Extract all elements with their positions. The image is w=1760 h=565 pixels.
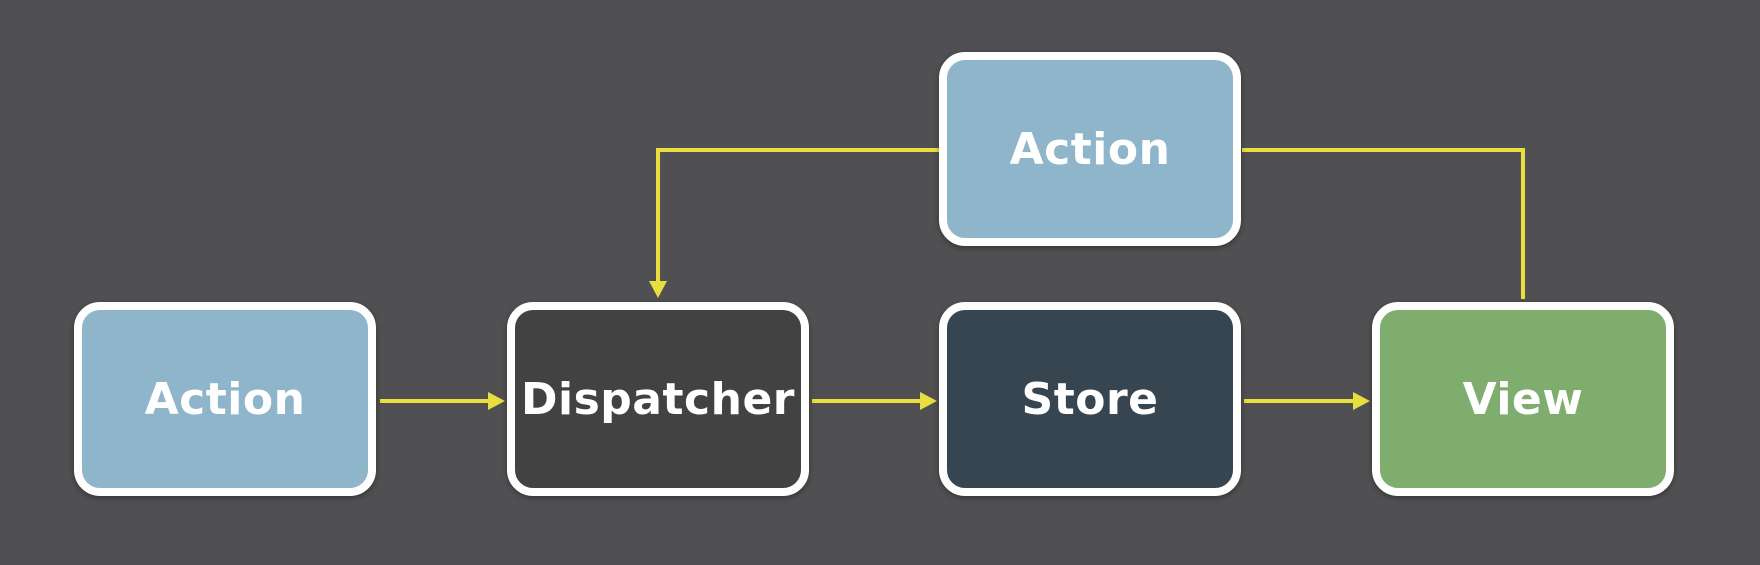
store-label: Store xyxy=(1021,373,1159,425)
action-top-label: Action xyxy=(1009,123,1171,175)
arrowhead-to-view xyxy=(1353,392,1370,410)
action-box-top: Action xyxy=(939,52,1241,246)
view-label: View xyxy=(1462,373,1584,425)
store-box: Store xyxy=(939,302,1241,496)
action-box: Action xyxy=(74,302,376,496)
edge-view-to-action xyxy=(1242,148,1525,299)
view-box: View xyxy=(1372,302,1674,496)
edge-action-to-dispatcher-loop xyxy=(656,148,941,282)
dispatcher-label: Dispatcher xyxy=(521,373,795,425)
arrowhead-loop-to-dispatcher xyxy=(649,281,667,298)
arrowhead-to-dispatcher xyxy=(488,392,505,410)
dispatcher-box: Dispatcher xyxy=(507,302,809,496)
action-label: Action xyxy=(144,373,306,425)
arrowhead-to-store xyxy=(920,392,937,410)
